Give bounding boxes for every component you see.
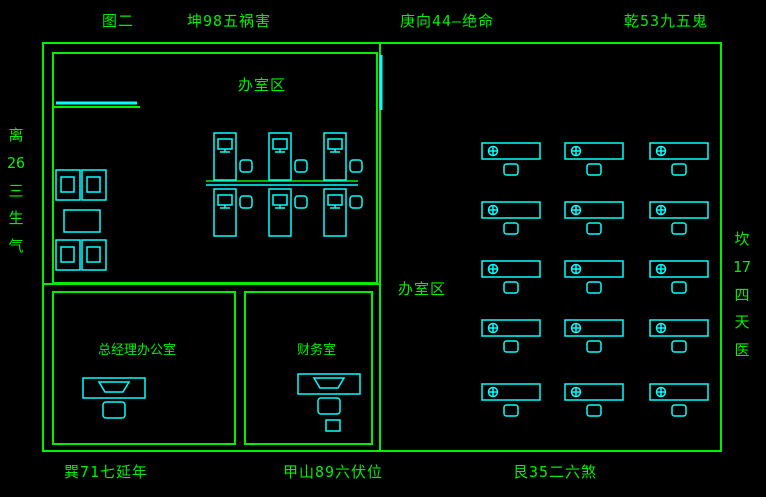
workstation-desk: [213, 188, 237, 237]
chair: [294, 159, 308, 173]
workstation-desk: [564, 383, 624, 417]
cabinet: [81, 169, 107, 201]
right-kan-label: 坎 17 四 天 医: [732, 230, 752, 359]
workstation-desk: [481, 142, 541, 176]
workstation-desk: [481, 201, 541, 235]
outer-wall: [42, 42, 722, 452]
office-area-right-label: 办室区: [398, 280, 447, 298]
cabinet-door: [86, 246, 101, 263]
chair: [239, 195, 253, 209]
workstation-desk: [649, 142, 709, 176]
bottom-gen-label: 艮35二六煞: [513, 463, 598, 481]
workstation-desk: [323, 132, 347, 181]
workstation-desk: [481, 319, 541, 353]
chair: [349, 195, 363, 209]
bottom-jiashan-label: 甲山89六伏位: [283, 463, 384, 481]
workstation-desk: [564, 142, 624, 176]
top-kun-label: 坤98五祸害: [187, 12, 272, 30]
manager-office-label: 总经理办公室: [98, 343, 177, 358]
cabinet-door: [86, 176, 101, 193]
table: [63, 209, 101, 233]
small-cabinet: [325, 419, 341, 432]
workstation-desk: [481, 383, 541, 417]
workstation-room-wall: [52, 52, 378, 284]
top-geng-label: 庚向44—绝命: [400, 12, 495, 30]
chair: [294, 195, 308, 209]
bottom-xun-label: 巽71七延年: [64, 463, 149, 481]
workstation-desk: [268, 132, 292, 181]
top-qian-label: 乾53九五鬼: [624, 12, 709, 30]
office-area-top-label: 办室区: [238, 76, 287, 94]
cabinet: [55, 169, 81, 201]
cabinet: [55, 239, 81, 271]
finance-room-label: 财务室: [297, 343, 337, 358]
finance-room-wall: [244, 291, 373, 445]
workstation-desk: [564, 319, 624, 353]
workstation-desk: [268, 188, 292, 237]
workstation-desk: [649, 319, 709, 353]
chair: [349, 159, 363, 173]
chair: [239, 159, 253, 173]
workstation-desk: [564, 201, 624, 235]
manager-desk: [82, 377, 146, 419]
workstation-desk: [323, 188, 347, 237]
cabinet-door: [60, 246, 75, 263]
cabinet: [81, 239, 107, 271]
side-cabinets: [55, 169, 107, 271]
workstation-desk: [213, 132, 237, 181]
left-li-label: 离 26 三 生 气: [6, 126, 26, 255]
workstation-cluster: [206, 132, 363, 237]
open-office-grid: [481, 142, 709, 417]
workstation-desk: [649, 383, 709, 417]
figure-label: 图二: [102, 12, 135, 30]
workstation-desk: [649, 260, 709, 294]
workstation-desk: [649, 201, 709, 235]
finance-desk: [297, 373, 361, 415]
workstation-desk: [481, 260, 541, 294]
workstation-desk: [564, 260, 624, 294]
cabinet-door: [60, 176, 75, 193]
manager-office-wall: [52, 291, 236, 445]
